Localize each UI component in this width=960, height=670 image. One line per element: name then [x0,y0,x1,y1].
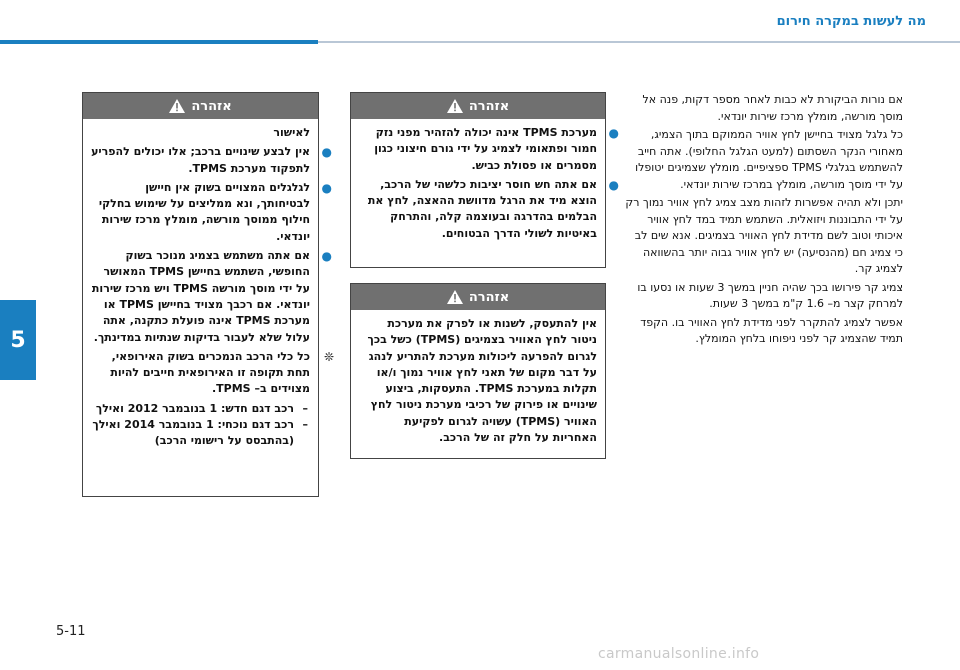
warning-box-title: אזהרה [468,289,510,305]
warning-box-body: לאישור ● אין לבצע שינויים ברכב; אלו יכולי… [83,119,334,454]
warning-box: אזהרה לאישור ● אין לבצע שינויים ברכב; אלו… [82,92,334,497]
watermark-text: carmanualsonline.info [598,646,760,662]
warning-box-header: אזהרה [351,93,605,119]
warning-box-header: אזהרה [83,93,318,119]
dash-text: רכב דגם נוכחי: 1 בנובמבר 2014 ואילך (בהת… [92,418,294,448]
warning-box: אזהרה ● מערכת TPMS אינה יכולה להזהיר מפני… [350,92,619,268]
warning-triangle-icon [446,99,463,113]
warning-bullet: ● אם אתה משתמש בצמיג מנוכר בשוק החופשי, ה… [91,248,332,346]
warning-star-item: ❊ כל כלי הרכב הנמכרים בשוק האירופאי, תחת … [91,349,334,398]
bullet-dot-icon: ● [608,177,619,192]
body-paragraph: כל גלגל מצויד בחיישן לחץ אוויר הממוקם בת… [635,128,903,191]
warning-intro: לאישור [273,126,310,139]
body-paragraph: צמיג קר פירושו בכך שהיה חניין במשך 3 שעו… [637,280,903,311]
star-text: כל כלי הרכב הנמכרים בשוק האירופאי, תחת ת… [110,349,310,396]
header-rule [0,41,960,43]
warning-box-body: אין להתעסק, לשנות או לפרק את מערכת ניטור… [351,310,605,453]
bullet-dot-icon: ● [321,145,332,160]
bullet-text: אם אתה חש חוסר יציבות כלשהי של הרכב, הוצ… [367,177,597,240]
warning-paragraph: אין להתעסק, לשנות או לפרק את מערכת ניטור… [367,317,597,445]
body-column: אם נורות הביקורת לא כבות לאחר מספר דקות,… [625,92,903,350]
dash-text: רכב דגם חדש: 1 בנובמבר 2012 ואילך [95,401,294,415]
warning-bullet: ● אם אתה חש חוסר יציבות כלשהי של הרכב, הו… [359,177,619,242]
body-paragraph: אם נורות הביקורת לא כבות לאחר מספר דקות,… [642,93,904,123]
warning-triangle-icon [446,290,463,304]
warning-box-header: אזהרה [351,284,605,310]
warning-box-title: אזהרה [468,98,510,114]
warning-dash-item: –רכב דגם חדש: 1 בנובמבר 2012 ואילך [95,401,308,415]
page-number: 5-11 [56,624,86,639]
bullet-text: מערכת TPMS אינה יכולה להזהיר מפני נזק חמ… [374,126,597,172]
body-paragraph: אפשר לצמיג להתקרר לפני מדידת לחץ האוויר … [640,315,903,346]
warning-box: אזהרה אין להתעסק, לשנות או לפרק את מערכת… [350,283,606,459]
header-accent-bar [0,40,318,44]
page-header: מה לעשות במקרה חירום [0,0,960,48]
body-paragraph: יתכן ולא תהיה אפשרות לזהות מצב צמיג לחץ … [625,196,903,275]
bullet-text: אין לבצע שינויים ברכב; אלו יכולים להפריע… [91,145,310,175]
warning-bullet: ● לגלגלים המצויים בשוק אין חיישן לבטיחותך… [91,180,332,245]
warning-dash-item: –רכב דגם נוכחי: 1 בנובמבר 2014 ואילך (בה… [92,418,308,448]
bullet-dot-icon: ● [608,126,619,140]
warning-triangle-icon [169,99,186,113]
bullet-dot-icon: ● [321,249,332,264]
star-icon: ❊ [323,349,334,364]
bullet-text: לגלגלים המצויים בשוק אין חיישן לבטיחותך,… [98,180,310,243]
chapter-tab: 5 [0,300,36,380]
section-title: מה לעשות במקרה חירום [776,14,926,29]
bullet-dot-icon: ● [321,180,332,195]
warning-bullet: ● אין לבצע שינויים ברכב; אלו יכולים להפרי… [91,144,332,177]
bullet-text: אם אתה משתמש בצמיג מנוכר בשוק החופשי, הש… [91,249,310,344]
warning-box-title: אזהרה [191,98,232,114]
warning-box-body: ● מערכת TPMS אינה יכולה להזהיר מפני נזק ח… [351,119,619,249]
warning-bullet: ● מערכת TPMS אינה יכולה להזהיר מפני נזק ח… [359,125,619,174]
